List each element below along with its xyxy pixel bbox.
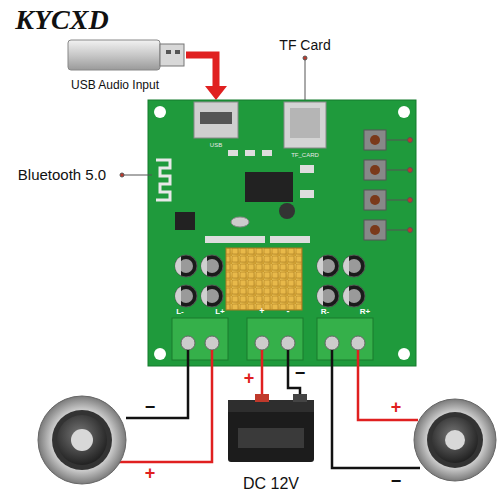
part-name: USB Audio Input: [71, 79, 159, 92]
part-name: TF Card: [279, 38, 330, 53]
terminal-blocks: [172, 318, 373, 360]
arrow-head: [205, 86, 227, 100]
bluetooth-antenna: [156, 160, 170, 200]
silk-label: USB: [210, 142, 222, 149]
polarity-sign: −: [295, 364, 306, 384]
battery: [228, 394, 314, 462]
polarity-sign: +: [244, 369, 255, 389]
part-name: Bluetooth 5.0: [18, 167, 106, 184]
capacitors: [175, 255, 365, 307]
supply-label: DC 12V: [243, 475, 299, 493]
usb-port: [194, 102, 238, 138]
amplifier-board: [148, 100, 416, 366]
polarity-sign: −: [145, 398, 156, 418]
polarity-sign: −: [391, 472, 402, 492]
pin-name: R-: [321, 308, 329, 317]
heatsink: [226, 248, 302, 310]
usb-dongle: [68, 40, 184, 70]
pin-name: L+: [215, 308, 225, 317]
pin-name: R+: [360, 308, 370, 317]
pin-name: -: [287, 307, 290, 317]
insert-arrow: [186, 55, 216, 88]
push-buttons: [364, 130, 386, 240]
leader-lines: [120, 56, 413, 233]
wires: [118, 350, 420, 468]
regulator: [175, 212, 195, 230]
left-speaker: [38, 396, 126, 484]
polarity-sign: +: [391, 398, 402, 418]
polarity-sign: +: [145, 464, 156, 484]
pin-name: L-: [176, 308, 184, 317]
tf-card-slot: [284, 102, 326, 148]
silk-label: TF_CARD: [291, 152, 319, 159]
watermark: KYCXD: [15, 5, 108, 36]
right-speaker: [414, 399, 496, 481]
pin-name: +: [259, 307, 264, 317]
chip: [245, 172, 293, 202]
